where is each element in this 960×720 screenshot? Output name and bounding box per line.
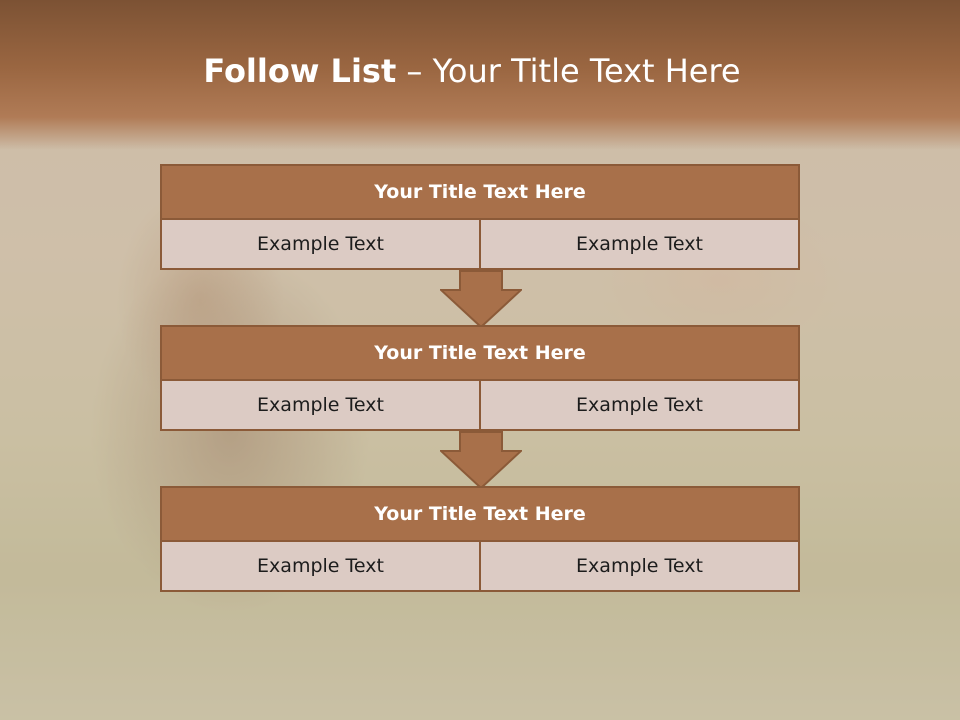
slide-title-bold: Follow List <box>203 52 397 90</box>
down-arrow-icon <box>440 431 522 489</box>
list-block-1: Your Title Text Here Example Text Exampl… <box>160 164 800 270</box>
block-row: Example Text Example Text <box>160 220 800 270</box>
block-cell-right: Example Text <box>479 220 798 268</box>
block-cell-left: Example Text <box>257 394 384 416</box>
block-row: Example Text Example Text <box>160 381 800 431</box>
list-block-2: Your Title Text Here Example Text Exampl… <box>160 325 800 431</box>
block-title: Your Title Text Here <box>160 164 800 220</box>
block-title: Your Title Text Here <box>160 486 800 542</box>
block-cell-left: Example Text <box>257 555 384 577</box>
slide-title-rest: – Your Title Text Here <box>396 52 741 90</box>
header-band <box>0 0 960 150</box>
list-block-3: Your Title Text Here Example Text Exampl… <box>160 486 800 592</box>
block-title: Your Title Text Here <box>160 325 800 381</box>
down-arrow-icon <box>440 270 522 328</box>
block-cell-right: Example Text <box>479 381 798 429</box>
block-row: Example Text Example Text <box>160 542 800 592</box>
slide-title: Follow List – Your Title Text Here <box>0 52 944 90</box>
block-cell-right: Example Text <box>479 542 798 590</box>
block-cell-left: Example Text <box>257 233 384 255</box>
